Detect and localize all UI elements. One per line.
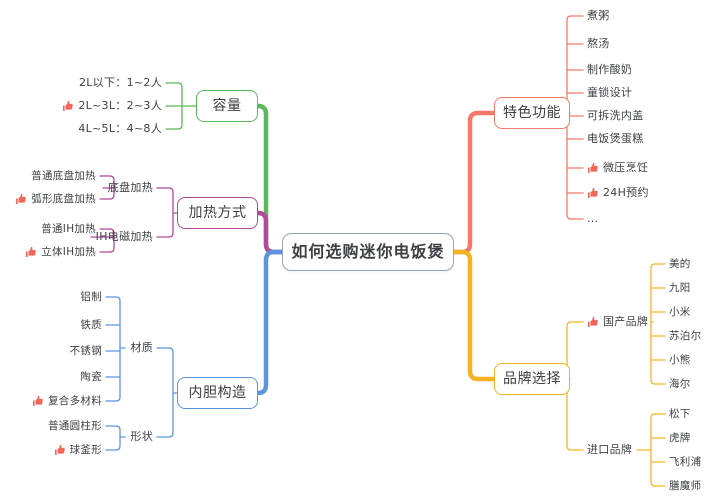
node-brands-1-1[interactable]: 虎牌 — [669, 430, 720, 447]
node-heating-1-0[interactable]: 普通IH加热 — [0, 221, 96, 238]
node-features-5[interactable]: 电饭煲蛋糕 — [587, 130, 707, 148]
node-capacity-1-label: 2L~3L：2~3人 — [78, 99, 162, 112]
node-features-0[interactable]: 煮粥 — [587, 7, 707, 25]
node-inner-pot-0-3-label: 陶瓷 — [80, 370, 102, 383]
thumbs-up-icon — [32, 395, 44, 407]
thumbs-up-icon — [25, 246, 37, 258]
node-brands-0-3[interactable]: 苏泊尔 — [669, 328, 720, 345]
node-brands-1-0-label: 松下 — [669, 407, 691, 420]
node-features-8[interactable]: … — [587, 210, 707, 228]
thumbs-up-icon — [587, 316, 599, 328]
branch-label-capacity: 容量 — [212, 98, 242, 114]
node-features-3[interactable]: 童锁设计 — [587, 84, 707, 102]
node-features-7[interactable]: 24H预约 — [587, 184, 707, 202]
node-brands-1-3-label: 膳魔师 — [669, 479, 702, 492]
node-features-4[interactable]: 可拆洗内盖 — [587, 107, 707, 125]
branch-node-capacity[interactable]: 容量 — [196, 90, 258, 122]
node-brands-0-2[interactable]: 小米 — [669, 304, 720, 321]
node-inner-pot-0-3[interactable]: 陶瓷 — [0, 369, 102, 386]
node-inner-pot-0-0[interactable]: 铝制 — [0, 289, 102, 306]
node-brands-1-3[interactable]: 膳魔师 — [669, 478, 720, 495]
node-heating-0-0-label: 普通底盘加热 — [31, 169, 96, 182]
node-features-1-label: 熬汤 — [587, 37, 610, 50]
node-inner-pot-0-1-label: 铁质 — [80, 318, 102, 331]
thumbs-up-icon — [15, 193, 27, 205]
node-inner-pot-0-1[interactable]: 铁质 — [0, 317, 102, 334]
node-inner-pot-1-label: 形状 — [130, 430, 153, 443]
node-brands-1-1-label: 虎牌 — [669, 431, 691, 444]
node-inner-pot-0-4-label: 复合多材料 — [48, 394, 102, 407]
node-heating-1[interactable]: IH电磁加热 — [33, 228, 153, 246]
node-features-4-label: 可拆洗内盖 — [587, 109, 644, 122]
thumbs-up-icon — [587, 162, 599, 174]
node-inner-pot-1-0[interactable]: 普通圆柱形 — [0, 418, 102, 435]
thumbs-up-icon — [54, 444, 66, 456]
node-heating-1-1[interactable]: 立体IH加热 — [0, 244, 96, 261]
node-features-0-label: 煮粥 — [587, 9, 610, 22]
thumbs-up-icon — [62, 100, 74, 112]
node-heating-0[interactable]: 底盘加热 — [33, 179, 153, 197]
node-inner-pot-1-1[interactable]: 球釜形 — [0, 442, 102, 459]
node-capacity-2-label: 4L~5L：4~8人 — [78, 122, 162, 135]
node-inner-pot-0-2-label: 不锈钢 — [69, 344, 102, 357]
root-node[interactable]: 如何选购迷你电饭煲 — [282, 233, 454, 271]
node-features-7-label: 24H预约 — [603, 186, 649, 199]
branch-label-heating: 加热方式 — [188, 205, 247, 221]
node-brands-0[interactable]: 国产品牌 — [587, 313, 707, 331]
branch-node-inner-pot[interactable]: 内胆构造 — [177, 377, 258, 409]
branch-node-features[interactable]: 特色功能 — [494, 97, 570, 129]
node-features-5-label: 电饭煲蛋糕 — [587, 132, 644, 145]
node-features-8-label: … — [587, 212, 599, 225]
node-features-6-label: 微压烹饪 — [603, 161, 649, 174]
node-brands-0-3-label: 苏泊尔 — [669, 329, 702, 342]
node-brands-0-0[interactable]: 美的 — [669, 256, 720, 273]
node-brands-0-1[interactable]: 九阳 — [669, 280, 720, 297]
node-capacity-0[interactable]: 2L以下：1~2人 — [42, 74, 162, 92]
node-brands-0-label: 国产品牌 — [603, 315, 649, 328]
node-brands-0-4-label: 小熊 — [669, 353, 691, 366]
branch-label-inner-pot: 内胆构造 — [188, 385, 247, 401]
node-heating-0-1-label: 弧形底盘加热 — [31, 192, 96, 205]
node-capacity-2[interactable]: 4L~5L：4~8人 — [42, 120, 162, 138]
node-brands-0-0-label: 美的 — [669, 257, 691, 270]
node-features-2-label: 制作酸奶 — [587, 63, 633, 76]
node-inner-pot-0-4[interactable]: 复合多材料 — [0, 393, 102, 410]
node-heating-0-label: 底盘加热 — [107, 181, 153, 194]
node-heating-1-label: IH电磁加热 — [95, 230, 153, 243]
node-brands-1-2[interactable]: 飞利浦 — [669, 454, 720, 471]
node-inner-pot-1-0-label: 普通圆柱形 — [48, 419, 102, 432]
node-inner-pot-1[interactable]: 形状 — [33, 428, 153, 446]
node-heating-0-1[interactable]: 弧形底盘加热 — [0, 191, 96, 208]
node-features-6[interactable]: 微压烹饪 — [587, 159, 707, 177]
node-brands-0-5[interactable]: 海尔 — [669, 376, 720, 393]
node-features-2[interactable]: 制作酸奶 — [587, 61, 707, 79]
node-features-1[interactable]: 熬汤 — [587, 35, 707, 53]
node-features-3-label: 童锁设计 — [587, 86, 633, 99]
node-brands-0-2-label: 小米 — [669, 305, 691, 318]
node-inner-pot-0-0-label: 铝制 — [80, 290, 102, 303]
branch-node-brands[interactable]: 品牌选择 — [494, 363, 570, 395]
branch-node-heating[interactable]: 加热方式 — [177, 197, 258, 229]
node-heating-1-0-label: 普通IH加热 — [41, 222, 96, 235]
node-brands-1-label: 进口品牌 — [587, 443, 633, 456]
branch-label-features: 特色功能 — [503, 105, 561, 121]
node-brands-0-4[interactable]: 小熊 — [669, 352, 720, 369]
branch-label-brands: 品牌选择 — [503, 371, 561, 387]
node-inner-pot-1-1-label: 球釜形 — [69, 443, 102, 456]
node-inner-pot-0-label: 材质 — [130, 341, 153, 354]
node-heating-0-0[interactable]: 普通底盘加热 — [0, 168, 96, 185]
node-brands-1-2-label: 飞利浦 — [669, 455, 702, 468]
node-brands-0-1-label: 九阳 — [669, 281, 691, 294]
node-inner-pot-0[interactable]: 材质 — [33, 339, 153, 357]
node-brands-1-0[interactable]: 松下 — [669, 406, 720, 423]
node-brands-0-5-label: 海尔 — [669, 377, 691, 390]
node-inner-pot-0-2[interactable]: 不锈钢 — [0, 343, 102, 360]
node-brands-1[interactable]: 进口品牌 — [587, 441, 707, 459]
node-heating-1-1-label: 立体IH加热 — [41, 245, 96, 258]
root-label: 如何选购迷你电饭煲 — [291, 242, 445, 261]
node-capacity-0-label: 2L以下：1~2人 — [78, 76, 162, 89]
thumbs-up-icon — [587, 187, 599, 199]
node-capacity-1[interactable]: 2L~3L：2~3人 — [42, 97, 162, 115]
